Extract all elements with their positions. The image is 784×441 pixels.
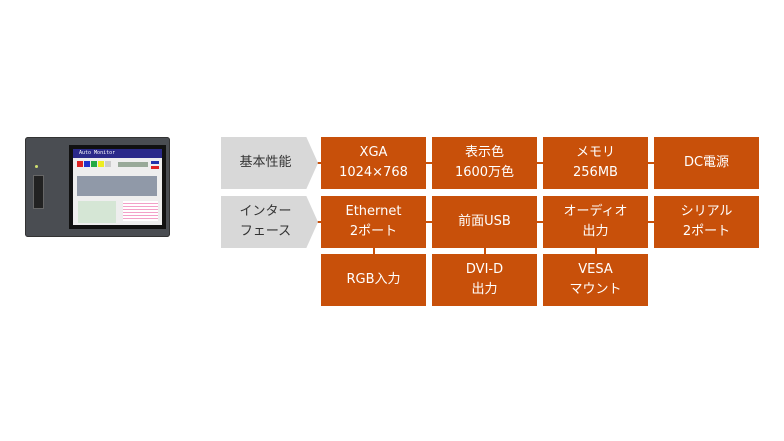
spec-rgb-in: RGB入力 (321, 254, 426, 306)
category-label-interface: インター フェース (221, 196, 318, 248)
device-screen: Auto Monitor (73, 149, 162, 225)
spec-vesa: VESA マウント (543, 254, 648, 306)
message-list (123, 201, 158, 221)
spec-dvi-out: DVI-D 出力 (432, 254, 537, 306)
spec-dc-power: DC電源 (654, 137, 759, 189)
hmi-device-image: Auto Monitor (25, 137, 170, 237)
power-led (35, 165, 38, 168)
card-slot (33, 175, 44, 209)
spec-front-usb: 前面USB (432, 196, 537, 248)
data-table (77, 176, 157, 196)
spec-ethernet: Ethernet 2ポート (321, 196, 426, 248)
spec-colors: 表示色 1600万色 (432, 137, 537, 189)
screen-title: Auto Monitor (73, 149, 162, 158)
screen-bezel: Auto Monitor (69, 145, 166, 229)
spec-memory: メモリ 256MB (543, 137, 648, 189)
spec-serial: シリアル 2ポート (654, 196, 759, 248)
spec-audio-out: オーディオ 出力 (543, 196, 648, 248)
category-label-basic: 基本性能 (221, 137, 318, 189)
spec-xga: XGA 1024×768 (321, 137, 426, 189)
trend-chart (78, 201, 116, 223)
